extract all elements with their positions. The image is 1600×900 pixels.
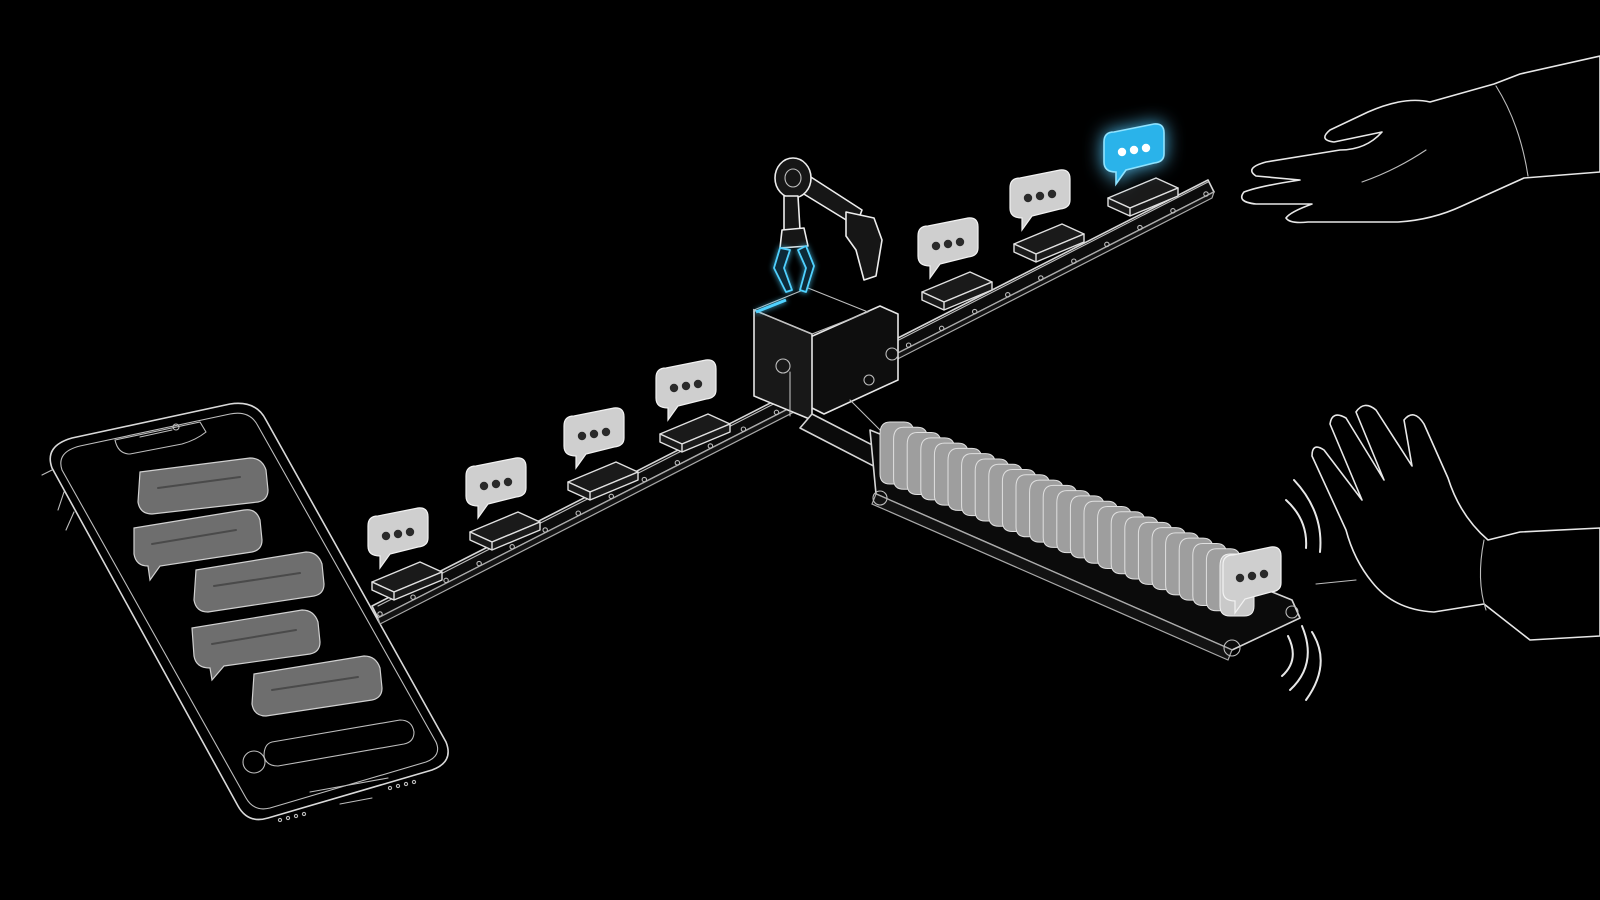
stop-hand	[1311, 404, 1600, 641]
ellipsis-dot	[381, 531, 391, 541]
chat-bubble	[1222, 546, 1282, 615]
phone-input-bar	[263, 719, 415, 767]
belt-rivet	[443, 577, 449, 584]
belt-rivet	[410, 594, 416, 600]
ellipsis-dot	[943, 239, 953, 249]
ellipsis-dot	[405, 527, 415, 537]
ellipsis-dot	[693, 379, 703, 389]
open-receiving-hand	[1240, 55, 1600, 224]
belt-rivet	[476, 560, 482, 567]
chat-bubble-row	[367, 123, 1179, 601]
highlighted-chat-bubble	[1103, 123, 1165, 187]
ellipsis-dot	[931, 241, 941, 251]
belt-rivet	[575, 510, 581, 516]
ellipsis-dot	[1023, 193, 1033, 203]
chat-bubble	[367, 507, 429, 570]
phone-message	[251, 655, 383, 717]
phone-camera-icon	[242, 750, 266, 774]
ellipsis-dot	[1247, 571, 1257, 581]
ellipsis-dot	[1129, 145, 1139, 155]
belt-rivet	[542, 527, 548, 533]
belt-rivet	[1071, 258, 1077, 264]
ellipsis-dot	[393, 529, 403, 539]
phone-message	[191, 609, 321, 682]
ellipsis-dot	[479, 481, 489, 491]
chat-bubble	[917, 217, 979, 280]
ellipsis-dot	[1259, 569, 1269, 579]
belt-rivet	[509, 544, 515, 550]
ellipsis-dot	[503, 477, 513, 487]
chat-bubble	[563, 407, 625, 470]
chat-bubble	[465, 457, 527, 520]
ellipsis-dot	[589, 429, 599, 439]
ellipsis-dot	[1141, 143, 1151, 153]
belt-rivet	[641, 476, 648, 483]
ellipsis-dot	[491, 479, 501, 489]
belt-rivet	[740, 426, 747, 432]
rejected-bubble-stack	[879, 421, 1282, 617]
belt-rivet	[1005, 292, 1011, 298]
belt-rivet	[1137, 224, 1143, 231]
sorting-box	[753, 287, 899, 431]
ellipsis-dot	[681, 381, 691, 391]
robot-arm-claw	[773, 157, 883, 293]
belt-rivet	[1104, 241, 1110, 248]
belt-rivet	[905, 342, 912, 348]
ellipsis-dot	[955, 237, 965, 247]
belt-rivet	[707, 443, 714, 449]
belt-rivet	[1170, 208, 1176, 214]
ellipsis-dot	[601, 427, 611, 437]
ellipsis-dot	[669, 383, 679, 393]
belt-rivet	[674, 460, 681, 466]
ellipsis-dot	[1235, 573, 1245, 583]
phone-message	[137, 457, 269, 515]
vibration-lines	[1281, 479, 1357, 701]
belt-rivet	[773, 409, 780, 416]
phone-message	[133, 509, 263, 582]
belt-rivet	[938, 325, 945, 332]
ellipsis-dot	[577, 431, 587, 441]
chat-bubble	[1009, 169, 1071, 232]
belt-rivet	[1203, 191, 1209, 197]
belt-rivets	[377, 191, 1209, 617]
ellipsis-dot	[1035, 191, 1045, 201]
smartphone	[41, 402, 449, 823]
belt-rivet	[377, 611, 383, 617]
ellipsis-dot	[1047, 189, 1057, 199]
belt-rivet	[1038, 275, 1044, 281]
chat-bubble	[655, 359, 717, 422]
phone-message	[193, 551, 325, 613]
ellipsis-dot	[1117, 147, 1127, 157]
belt-rivet	[608, 493, 615, 500]
belt-rivet	[971, 308, 978, 315]
